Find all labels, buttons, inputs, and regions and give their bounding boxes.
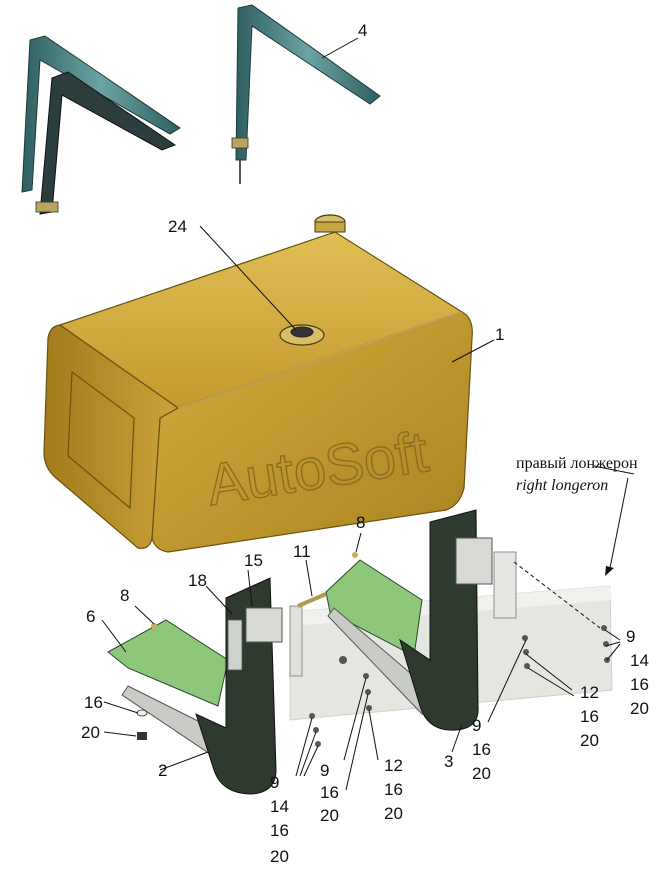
bolt-11 (297, 592, 327, 608)
label-16: 16 (580, 707, 599, 726)
label-20: 20 (472, 764, 491, 783)
label-9: 9 (626, 627, 635, 646)
label-16: 16 (472, 740, 491, 759)
label-20: 20 (384, 804, 403, 823)
label-3: 3 (444, 752, 453, 771)
label-16: 16 (270, 821, 289, 840)
label-15: 15 (244, 551, 263, 570)
label-16: 16 (630, 675, 649, 694)
label-14: 14 (630, 651, 649, 670)
label-20: 20 (81, 723, 100, 742)
mount-bracket-right (325, 509, 517, 731)
label-12: 12 (580, 683, 599, 702)
label-9: 9 (472, 716, 481, 735)
label-8-right: 8 (356, 513, 365, 532)
fuel-tank (43, 214, 473, 553)
label-20: 20 (580, 731, 599, 750)
label-16: 16 (320, 783, 339, 802)
label-14: 14 (270, 797, 289, 816)
label-18: 18 (188, 571, 207, 590)
annotation-ru: правый лонжерон (516, 455, 638, 472)
label-8-left: 8 (120, 586, 129, 605)
mount-bracket-left (107, 577, 303, 795)
label-20: 20 (630, 699, 649, 718)
label-16: 16 (84, 693, 103, 712)
label-2: 2 (158, 761, 167, 780)
label-1: 1 (495, 325, 504, 344)
label-16: 16 (384, 780, 403, 799)
label-9: 9 (320, 761, 329, 780)
strap-pair-left (21, 35, 181, 215)
leader-lines (101, 37, 635, 791)
strap-right (231, 4, 381, 184)
label-20: 20 (320, 806, 339, 825)
longeron-annotation: правый лонжерон right longeron (516, 455, 638, 494)
label-11: 11 (293, 542, 311, 561)
label-6: 6 (86, 607, 95, 626)
label-9: 9 (270, 773, 279, 792)
label-20: 20 (270, 847, 289, 866)
label-24: 24 (168, 217, 187, 236)
label-12: 12 (384, 756, 403, 775)
part-labels: 1 2 3 4 6 8 8 11 15 18 24 16 20 9 14 16 … (81, 21, 649, 866)
label-4: 4 (358, 21, 367, 40)
annotation-en: right longeron (516, 477, 608, 494)
